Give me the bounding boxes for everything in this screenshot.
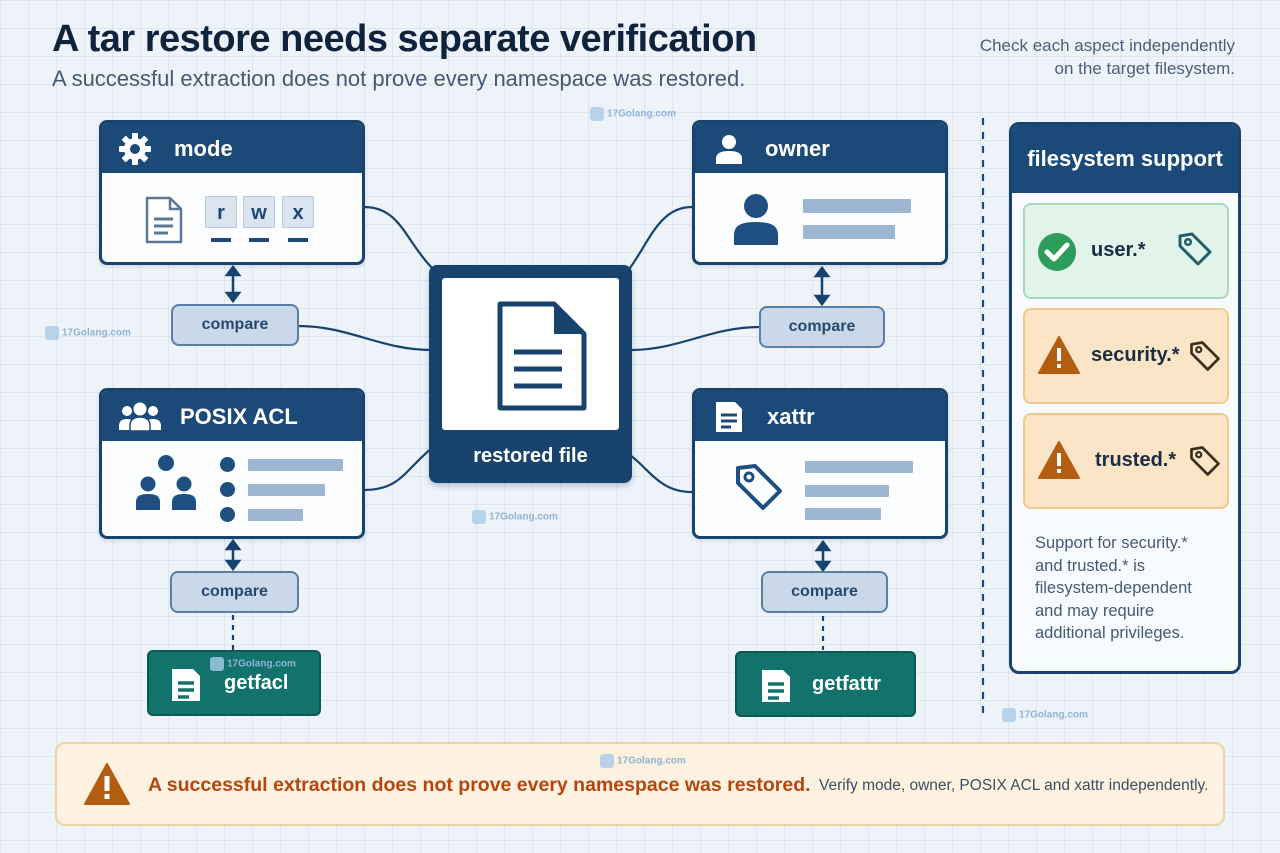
owner-detail-line-2	[803, 225, 895, 239]
owner-detail-line-1	[803, 199, 911, 213]
mode-card: mode r w x	[99, 120, 365, 265]
mode-card-header: mode	[102, 123, 362, 173]
tag-icon	[1190, 446, 1220, 476]
acl-card-header: POSIX ACL	[102, 391, 362, 441]
acl-bullet-2	[220, 482, 235, 497]
owner-card-header: owner	[695, 123, 945, 173]
owner-card: owner	[692, 120, 948, 265]
file-icon	[144, 195, 184, 250]
hint-line-2: on the target filesystem.	[1054, 59, 1235, 78]
owner-avatar-icon	[731, 191, 781, 252]
acl-bullet-3	[220, 507, 235, 522]
header-hint: Check each aspect independently on the t…	[930, 34, 1235, 80]
namespace-user: user.*	[1023, 203, 1229, 299]
note-line: and may require	[1035, 601, 1155, 620]
owner-card-title: owner	[765, 136, 830, 161]
acl-entry-line-3	[248, 509, 303, 521]
namespace-trusted: trusted.*	[1023, 413, 1229, 509]
warning-banner-message: A successful extraction does not prove e…	[148, 774, 811, 796]
restored-file-inner	[442, 278, 619, 430]
compare-acl: compare	[170, 571, 299, 613]
warning-icon	[1038, 441, 1080, 479]
perm-dash-execute	[288, 238, 308, 242]
compare-mode: compare	[171, 304, 299, 346]
note-line: additional privileges.	[1035, 624, 1185, 642]
filesystem-support-panel: filesystem support user.* security.*	[1009, 122, 1241, 674]
warning-banner: A successful extraction does not prove e…	[55, 742, 1225, 826]
watermark: 17Golang.com	[600, 754, 686, 768]
tag-icon	[733, 461, 785, 518]
xattr-line-3	[805, 508, 881, 520]
compare-xattr: compare	[761, 571, 888, 613]
person-icon	[713, 132, 745, 171]
warning-icon	[1038, 336, 1080, 374]
perm-dash-read	[211, 238, 231, 242]
tag-icon	[1190, 341, 1220, 371]
namespace-trusted-label: trusted.*	[1095, 449, 1177, 471]
perm-execute: x	[282, 196, 314, 228]
acl-entry-line-1	[248, 459, 343, 471]
xattr-card: xattr	[692, 388, 948, 539]
users-icon	[118, 400, 162, 439]
watermark: 17Golang.com	[45, 326, 131, 340]
xattr-line-2	[805, 485, 889, 497]
watermark: 17Golang.com	[210, 657, 296, 671]
xattr-card-header: xattr	[695, 391, 945, 441]
hint-line-1: Check each aspect independently	[979, 36, 1235, 55]
group-icon	[134, 453, 202, 518]
perm-dash-write	[249, 238, 269, 242]
gear-icon	[118, 132, 152, 171]
acl-card: POSIX ACL	[99, 388, 365, 539]
watermark: 17Golang.com	[1002, 708, 1088, 722]
restored-file-label: restored file	[473, 445, 588, 467]
page-subtitle: A successful extraction does not prove e…	[52, 66, 746, 91]
getfattr-doc-icon	[759, 668, 793, 709]
getfattr-tool: getfattr	[735, 651, 916, 717]
xattr-card-title: xattr	[767, 404, 815, 429]
mode-card-title: mode	[174, 136, 233, 161]
warning-banner-detail: Verify mode, owner, POSIX ACL and xattr …	[819, 777, 1209, 794]
restored-file-node: restored file	[429, 265, 632, 483]
document-icon	[496, 300, 590, 419]
doc-header-icon	[713, 400, 745, 439]
watermark: 17Golang.com	[472, 510, 558, 524]
acl-bullet-1	[220, 457, 235, 472]
tag-icon	[1178, 232, 1212, 266]
page-title: A tar restore needs separate verificatio…	[52, 18, 757, 60]
getfattr-label: getfattr	[812, 673, 881, 695]
acl-entry-line-2	[248, 484, 325, 496]
compare-owner: compare	[759, 306, 885, 348]
note-line: Support for security.*	[1035, 534, 1188, 552]
getfacl-label: getfacl	[224, 672, 289, 694]
xattr-line-1	[805, 461, 913, 473]
perm-read: r	[205, 196, 237, 228]
getfacl-doc-icon	[169, 667, 203, 708]
getfacl-tool: getfacl	[147, 650, 321, 716]
namespace-security: security.*	[1023, 308, 1229, 404]
namespace-security-label: security.*	[1091, 344, 1180, 366]
filesystem-note: Support for security.* and trusted.* is …	[1035, 532, 1225, 645]
namespace-user-label: user.*	[1091, 239, 1146, 261]
watermark: 17Golang.com	[590, 107, 676, 121]
acl-card-title: POSIX ACL	[180, 404, 298, 429]
warning-icon	[84, 763, 130, 805]
note-line: filesystem-dependent	[1035, 579, 1192, 597]
check-icon	[1038, 233, 1076, 271]
perm-write: w	[243, 196, 275, 228]
filesystem-support-title: filesystem support	[1012, 125, 1238, 193]
note-line: and trusted.* is	[1035, 556, 1146, 575]
